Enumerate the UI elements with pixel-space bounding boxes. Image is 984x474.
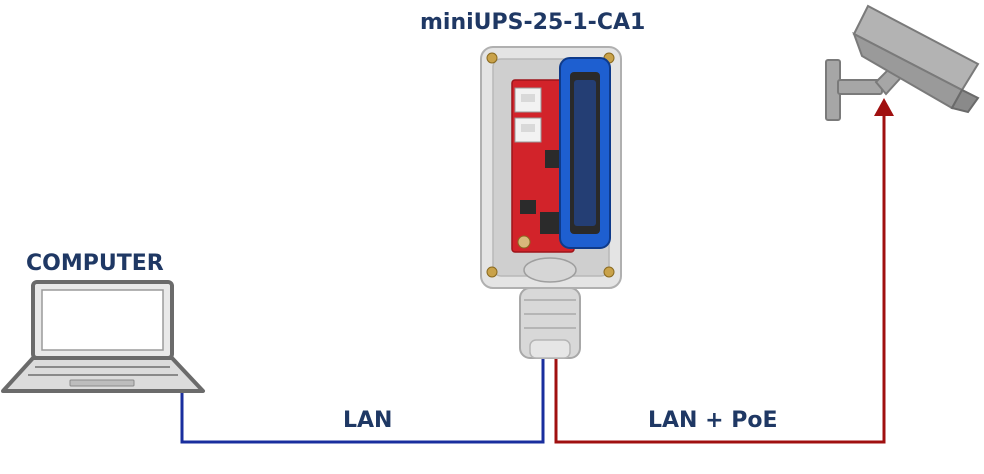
lan-label: LAN — [343, 408, 393, 433]
ups-enclosure-icon — [480, 46, 622, 359]
lan-wire — [180, 358, 545, 444]
laptop-icon — [1, 280, 205, 393]
lan-poe-wire — [554, 112, 886, 444]
cctv-camera-icon — [825, 4, 980, 121]
device-title: miniUPS-25-1-CA1 — [420, 10, 646, 35]
lan-poe-label: LAN + PoE — [648, 408, 778, 433]
lan-poe-arrowhead — [874, 98, 894, 116]
computer-title: COMPUTER — [26, 251, 164, 276]
